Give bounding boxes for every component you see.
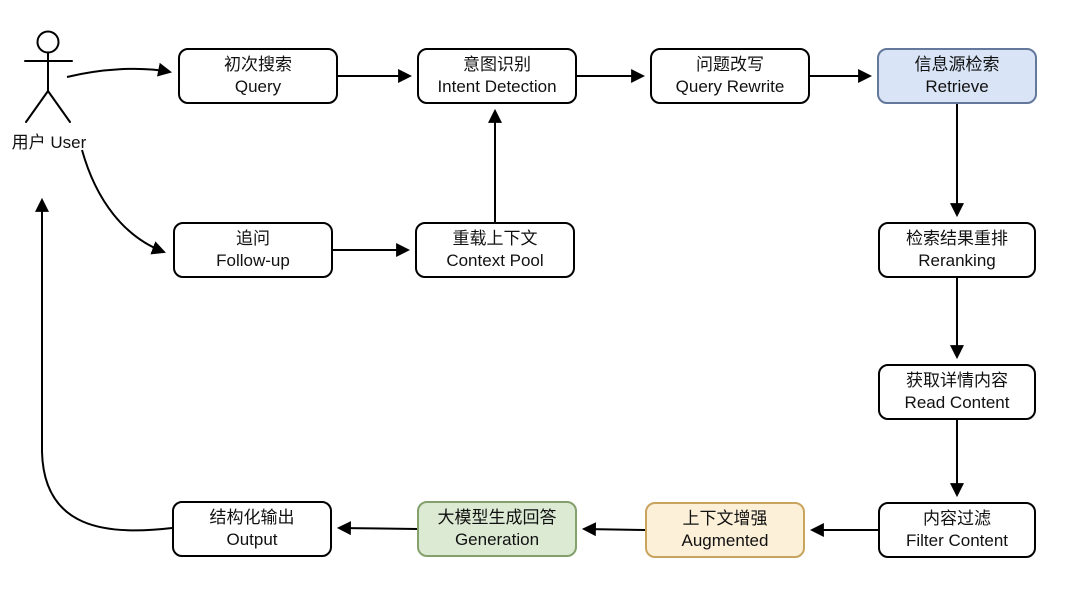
user-stick-figure-icon: [24, 30, 73, 123]
node-read-label-zh: 获取详情内容: [906, 371, 1008, 390]
node-filter-label-en: Filter Content: [905, 531, 1009, 550]
node-augmented-label-zh: 上下文增强: [682, 509, 768, 528]
node-reranking: 检索结果重排 Reranking: [878, 222, 1036, 278]
node-read-label-en: Read Content: [904, 393, 1010, 412]
node-generation: 大模型生成回答 Generation: [417, 501, 577, 557]
node-generation-label-zh: 大模型生成回答: [437, 508, 557, 527]
node-rewrite-label-zh: 问题改写: [696, 55, 764, 74]
node-follow-up: 追问 Follow-up: [173, 222, 333, 278]
node-output: 结构化输出 Output: [172, 501, 332, 557]
node-generation-label-en: Generation: [454, 530, 540, 549]
node-context-label-zh: 重载上下文: [452, 229, 538, 248]
edge-user-followup: [81, 149, 166, 255]
node-augmented-label-en: Augmented: [681, 531, 769, 550]
node-context-pool: 重载上下文 Context Pool: [415, 222, 575, 278]
node-rerank-label-en: Reranking: [918, 251, 996, 270]
node-retrieve-label-zh: 信息源检索: [914, 55, 1000, 74]
edge-augmented-generation: [581, 522, 646, 537]
node-query: 初次搜索 Query: [178, 48, 338, 104]
node-intent-detection: 意图识别 Intent Detection: [417, 48, 577, 104]
node-output-label-en: Output: [226, 530, 278, 549]
node-context-label-en: Context Pool: [446, 251, 544, 270]
node-intent-label-en: Intent Detection: [437, 77, 557, 96]
node-query-label-en: Query: [234, 77, 282, 96]
node-read-content: 获取详情内容 Read Content: [878, 364, 1036, 420]
node-query-label-zh: 初次搜索: [224, 55, 292, 74]
user-label-en: User: [50, 133, 87, 152]
node-filter-label-zh: 内容过滤: [923, 509, 991, 528]
node-followup-label-zh: 追问: [236, 229, 270, 248]
node-rerank-label-zh: 检索结果重排: [906, 229, 1008, 248]
node-retrieve: 信息源检索 Retrieve: [877, 48, 1037, 104]
user-actor-label: 用户 User: [6, 132, 92, 154]
node-followup-label-en: Follow-up: [216, 251, 290, 270]
user-label-zh: 用户: [11, 133, 46, 152]
node-rewrite-label-en: Query Rewrite: [675, 77, 785, 96]
node-output-label-zh: 结构化输出: [209, 508, 295, 527]
edge-generation-output: [336, 521, 418, 536]
node-augmented: 上下文增强 Augmented: [645, 502, 805, 558]
node-retrieve-label-en: Retrieve: [925, 77, 989, 96]
edge-output-user: [35, 197, 173, 532]
node-intent-label-zh: 意图识别: [463, 55, 531, 74]
node-query-rewrite: 问题改写 Query Rewrite: [650, 48, 810, 104]
flow-arrows: [35, 62, 964, 537]
node-filter-content: 内容过滤 Filter Content: [878, 502, 1036, 558]
edge-user-query: [66, 62, 173, 78]
